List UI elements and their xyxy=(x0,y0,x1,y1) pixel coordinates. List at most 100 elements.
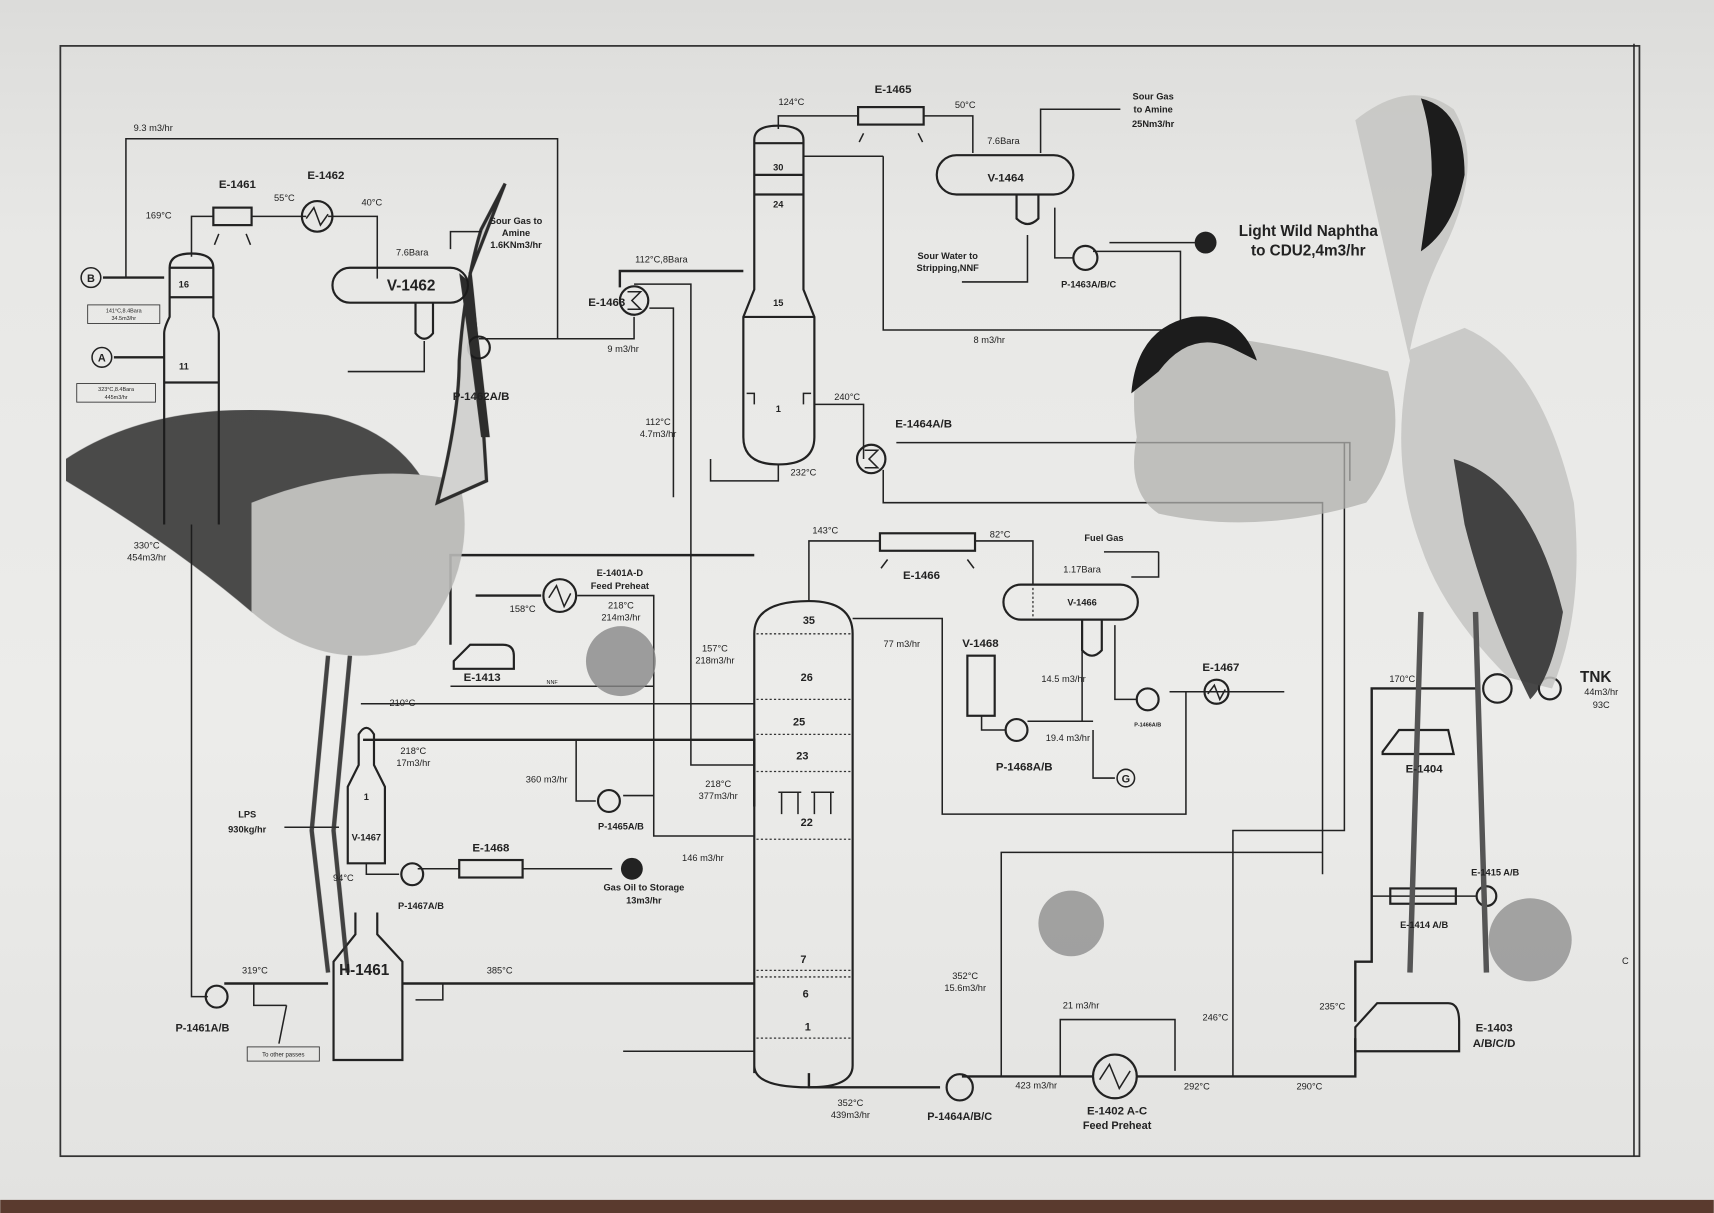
carpet-strip xyxy=(0,1199,1714,1213)
label-streams-sourgas1-1: Amine xyxy=(502,228,530,238)
label-e1465: E-1465 xyxy=(875,84,913,96)
label-trays-main-0: 35 xyxy=(803,615,815,627)
label-tnk: TNK xyxy=(1580,669,1611,686)
connector-b: B xyxy=(80,266,102,289)
label-streams-f21: 21 m3/hr xyxy=(1063,1001,1100,1011)
e1467-exchanger xyxy=(1203,678,1230,705)
pumps-main xyxy=(204,687,1160,1102)
label-streams-t385: 385°C xyxy=(487,966,513,976)
label-streams-s93: 9.3 m3/hr xyxy=(134,123,173,133)
label-streams-f9: 9 m3/hr xyxy=(607,344,638,354)
label-v1468: V-1468 xyxy=(962,638,999,650)
label-streams-p76b: 7.6Bara xyxy=(987,136,1020,146)
e1465-air-cooler xyxy=(857,106,925,143)
label-trays-main-6: 6 xyxy=(803,989,809,1001)
label-p1462: P-1462A/B xyxy=(453,391,510,403)
edge-letter-c: C xyxy=(1622,956,1629,966)
label-streams-lps-1: 930kg/hr xyxy=(228,825,267,835)
label-e1401: E-1401A-D xyxy=(597,568,644,578)
label-trays-v1467: 1 xyxy=(364,792,369,802)
label-streams-t40: 40°C xyxy=(361,197,382,207)
label-trays-main-3: 23 xyxy=(796,750,808,762)
label-streams-gasoil-0: Gas Oil to Storage xyxy=(603,883,684,893)
e1468-air-cooler xyxy=(458,858,524,879)
label-trays-column2-2: 15 xyxy=(773,298,783,308)
label-trays-stripper-1: 11 xyxy=(179,361,189,371)
left-crane-painting xyxy=(65,182,507,973)
label-streams-otherpasses: To other passes xyxy=(262,1053,304,1059)
label-streams-boxA-0: 323°C,8.4Bara xyxy=(98,387,135,393)
label-streams-p76a: 7.6Bara xyxy=(396,248,429,258)
label-p1464: P-1464A/B/C xyxy=(927,1111,992,1123)
label-p1468: P-1468A/B xyxy=(996,761,1053,773)
label-v1464: V-1464 xyxy=(987,172,1024,184)
label-trays-main-1: 26 xyxy=(801,672,813,684)
label-streams-t232: 232°C xyxy=(791,467,817,477)
label-streams-t330-0: 330°C xyxy=(134,541,160,551)
label-streams-t112-0: 112°C xyxy=(646,417,671,427)
connector-a: A xyxy=(91,346,113,368)
label-p1466: P-1466A/B xyxy=(1134,723,1161,729)
label-streams-f146: 146 m3/hr xyxy=(682,853,724,863)
label-streams-boxB-0: 141°C,8.4Bara xyxy=(106,309,143,315)
label-e1466: E-1466 xyxy=(903,570,940,582)
label-streams-t157-0: 157°C xyxy=(702,643,728,653)
label-streams-t235: 235°C xyxy=(1319,1002,1345,1012)
label-streams-t158: 158°C xyxy=(510,604,536,614)
label-trays-column2-0: 30 xyxy=(773,162,783,172)
label-e1468: E-1468 xyxy=(472,842,510,854)
product-pumps xyxy=(620,231,1217,880)
label-streams-f194: 19.4 m3/hr xyxy=(1046,733,1090,743)
label-trays-main-5: 7 xyxy=(800,954,806,966)
label-streams-t124: 124°C xyxy=(779,97,805,107)
label-streams-sourwater-1: Stripping,NNF xyxy=(917,263,980,273)
e1403-exchanger xyxy=(1354,1002,1461,1053)
tray-labels: 16 11 30 24 15 1 1 xyxy=(179,162,785,801)
p1463-pump xyxy=(1072,244,1099,272)
label-streams-t50: 50°C xyxy=(955,100,976,110)
main-column-tray-labels: 35 26 25 23 22 7 6 1 xyxy=(793,615,815,1034)
label-e1403: E-1403 xyxy=(1476,1023,1513,1035)
label-e1463: E-1463 xyxy=(588,297,625,309)
label-streams-f8: 8 m3/hr xyxy=(974,335,1005,345)
equipment-labels: E-1461 E-1462 V-1462 P-1462A/B E-1463 E-… xyxy=(175,84,1611,1132)
v1468-vessel xyxy=(966,654,996,717)
label-streams-f423: 423 m3/hr xyxy=(1015,1080,1057,1090)
label-streams-t246: 246°C xyxy=(1203,1013,1229,1023)
label-streams-f145: 14.5 m3/hr xyxy=(1041,674,1085,684)
label-e1461: E-1461 xyxy=(219,179,257,191)
label-e1413: E-1413 xyxy=(464,672,501,684)
label-e1402-sub: Feed Preheat xyxy=(1083,1120,1152,1132)
label-streams-f360: 360 m3/hr xyxy=(526,774,568,784)
h1461-heater xyxy=(332,912,404,1062)
ink-spots xyxy=(585,626,1572,982)
label-streams-tnk-1: 93C xyxy=(1593,700,1610,710)
e1463-exchanger xyxy=(618,285,650,316)
label-streams-lps-0: LPS xyxy=(238,809,256,819)
label-streams-t157-1: 218m3/hr xyxy=(695,655,734,665)
e1464-reboiler xyxy=(855,443,887,475)
label-streams-t319: 319°C xyxy=(242,966,268,976)
e1404-exchanger xyxy=(1381,728,1456,756)
label-p1465: P-1465A/B xyxy=(598,821,644,831)
diagram-border xyxy=(59,45,1641,1158)
label-streams-feed218-1: 214m3/hr xyxy=(601,613,640,623)
label-e1467: E-1467 xyxy=(1202,662,1239,674)
stripper-column xyxy=(163,252,220,525)
label-streams-t218b-1: 377m3/hr xyxy=(699,791,738,801)
label-trays-main-7: 1 xyxy=(805,1022,811,1034)
label-streams-fuelgas: Fuel Gas xyxy=(1084,533,1123,543)
label-trays-main-4: 22 xyxy=(801,817,813,829)
e1466-air-cooler xyxy=(878,532,977,569)
label-streams-t218a-0: 218°C xyxy=(400,746,426,756)
label-streams-sourgas1-2: 1.6KNm3/hr xyxy=(490,240,542,250)
label-streams-t112p: 112°C,8Bara xyxy=(635,254,688,264)
label-e1404: E-1404 xyxy=(1406,764,1444,776)
label-streams-t82: 82°C xyxy=(990,530,1011,540)
label-streams-boxB-1: 34.5m3/hr xyxy=(111,316,136,322)
label-streams-t94: 94°C xyxy=(333,873,354,883)
label-streams-naphtha-1: to CDU2,4m3/hr xyxy=(1251,243,1366,260)
label-trays-stripper-0: 16 xyxy=(179,279,189,289)
